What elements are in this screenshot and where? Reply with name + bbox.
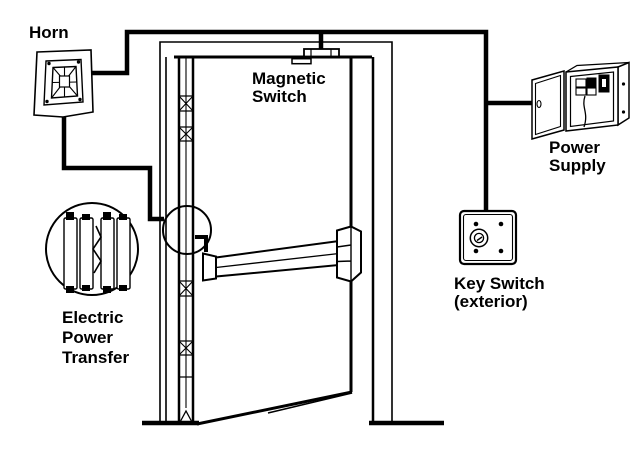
hinge-callout-circle xyxy=(162,205,212,255)
electric-hinge-detail-icon xyxy=(45,202,139,296)
exit-device-bar xyxy=(202,225,362,283)
power-supply-box-icon xyxy=(531,61,630,140)
horn-label: Horn xyxy=(29,23,69,42)
magnetic-switch-label: Magnetic Switch xyxy=(252,69,326,106)
magnetic-switch-icon xyxy=(291,48,340,65)
transfer-wire-zigzag xyxy=(92,225,102,274)
door-hinge-stile xyxy=(177,57,195,425)
wires xyxy=(61,29,533,252)
power-supply-label: Power Supply xyxy=(549,138,606,175)
wire-hinge-to-exit-device xyxy=(195,235,208,252)
key-switch-label: Key Switch (exterior) xyxy=(454,274,545,311)
wire-horn-top-keyswitch xyxy=(90,29,489,214)
wire-horn-to-door xyxy=(61,112,164,222)
electric-power-transfer-label: Electric Power Transfer xyxy=(62,308,130,367)
hinge-tabs xyxy=(66,212,127,293)
key-switch-plate-icon xyxy=(458,209,518,266)
hinge-x-marks xyxy=(178,95,194,356)
horn-icon xyxy=(33,49,94,118)
